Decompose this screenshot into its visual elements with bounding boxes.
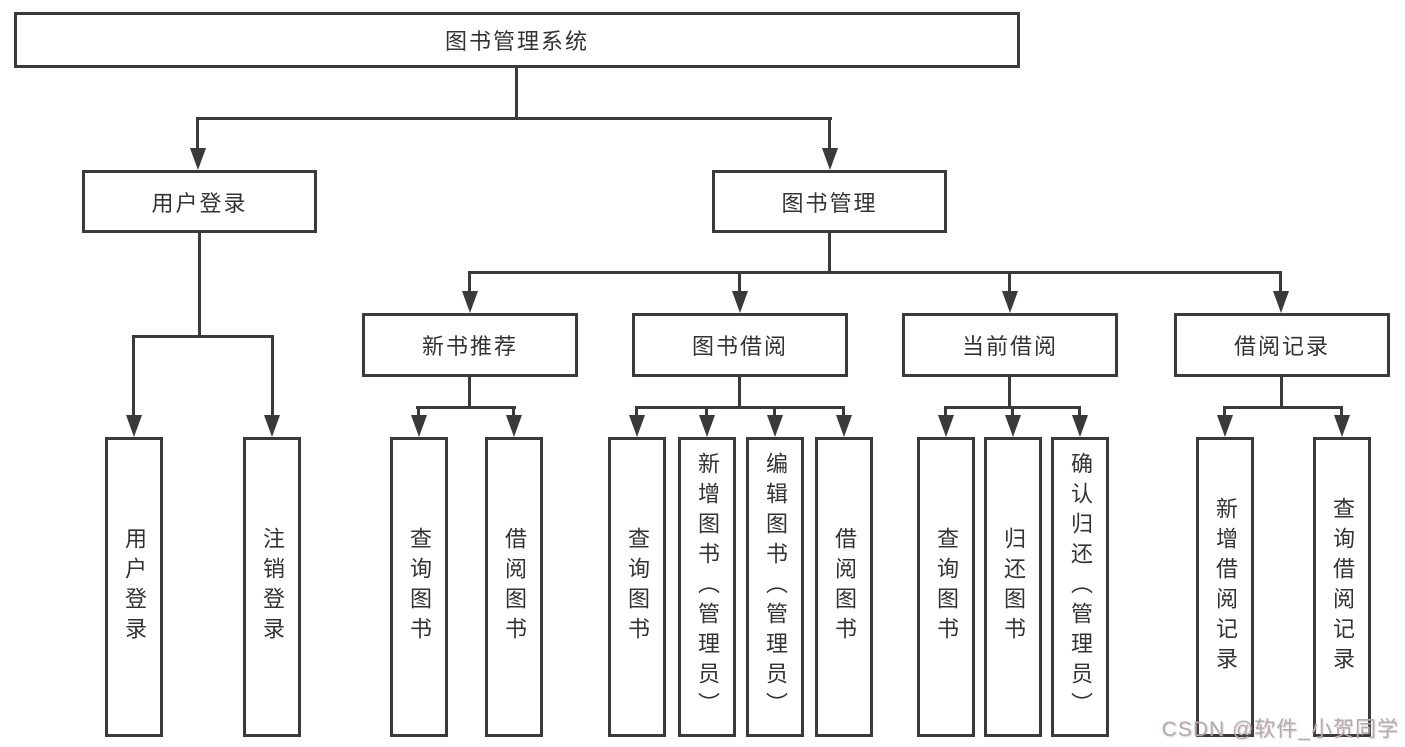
- leaf-current-borrow-query: 查询图书: [917, 437, 975, 737]
- leaf-borrow-record-add: 新增借阅记录: [1196, 437, 1254, 737]
- arrow-borrow-record-leaf-1: [1217, 415, 1233, 437]
- leaf-label: 查询借阅记录: [1330, 497, 1355, 677]
- arrow-to-borrow-record: [1273, 291, 1289, 313]
- connector-root-stem: [515, 68, 518, 117]
- csdn-watermark: CSDN @软件_小贺同学: [1161, 718, 1399, 741]
- node-current-borrow-label: 当前借阅: [961, 334, 1058, 359]
- connector-book-mgmt-drop-3: [1008, 271, 1011, 293]
- connector-book-mgmt-drop-4: [1279, 271, 1282, 293]
- leaf-label: 查询图书: [625, 527, 650, 647]
- arrow-new-book-leaf-1: [411, 415, 427, 437]
- arrow-current-borrow-leaf-3: [1072, 415, 1088, 437]
- node-new-book-label: 新书推荐: [421, 334, 518, 359]
- node-root-label: 图书管理系统: [444, 29, 589, 54]
- connector-borrow-record-drop-2: [1340, 406, 1343, 418]
- connector-root-drop-left: [196, 117, 199, 153]
- connector-user-login-stem: [198, 233, 201, 335]
- connector-book-borrow-stem: [738, 377, 741, 406]
- connector-current-borrow-drop-1: [944, 406, 947, 418]
- node-root: 图书管理系统: [14, 12, 1020, 68]
- arrow-book-borrow-leaf-4: [836, 415, 852, 437]
- leaf-new-book-query: 查询图书: [390, 437, 448, 737]
- leaf-book-borrow-add-admin: 新增图书（管理员）: [678, 437, 736, 737]
- leaf-label: 归还图书: [1001, 527, 1026, 647]
- leaf-book-borrow-query: 查询图书: [608, 437, 666, 737]
- node-current-borrow: 当前借阅: [902, 313, 1118, 377]
- node-user-login: 用户登录: [82, 170, 317, 233]
- arrow-new-book-leaf-2: [506, 415, 522, 437]
- connector-book-borrow-drop-1: [635, 406, 638, 418]
- arrow-to-current-borrow: [1002, 291, 1018, 313]
- node-new-book: 新书推荐: [362, 313, 578, 377]
- node-user-login-label: 用户登录: [151, 190, 248, 216]
- connector-borrow-record-drop-1: [1223, 406, 1226, 418]
- leaf-user-login-logout: 注销登录: [243, 437, 301, 737]
- leaf-current-borrow-return: 归还图书: [984, 437, 1042, 737]
- leaf-new-book-borrow: 借阅图书: [485, 437, 543, 737]
- connector-book-borrow-drop-3: [773, 406, 776, 418]
- leaf-label: 借阅图书: [502, 527, 527, 647]
- arrow-current-borrow-leaf-1: [938, 415, 954, 437]
- arrow-borrow-record-leaf-2: [1334, 415, 1350, 437]
- arrow-to-logout-leaf: [264, 415, 280, 437]
- connector-user-login-drop-2: [271, 335, 274, 415]
- connector-book-mgmt-drop-2: [738, 271, 741, 293]
- leaf-current-borrow-confirm-admin: 确认归还（管理员）: [1051, 437, 1109, 737]
- leaf-label: 用户登录: [122, 527, 147, 647]
- arrow-book-borrow-leaf-3: [767, 415, 783, 437]
- connector-book-borrow-bar: [635, 406, 845, 409]
- node-book-borrow-label: 图书借阅: [691, 334, 788, 359]
- node-borrow-record-label: 借阅记录: [1233, 334, 1330, 359]
- connector-book-mgmt-drop-1: [468, 271, 471, 293]
- arrow-book-borrow-leaf-1: [629, 415, 645, 437]
- node-borrow-record: 借阅记录: [1174, 313, 1390, 377]
- leaf-label: 借阅图书: [832, 527, 857, 647]
- connector-root-drop-right: [828, 117, 831, 153]
- connector-user-login-bar: [132, 335, 274, 338]
- leaf-label: 查询图书: [934, 527, 959, 647]
- connector-new-book-drop-2: [512, 406, 515, 418]
- connector-book-borrow-drop-4: [842, 406, 845, 418]
- leaf-label: 新增图书（管理员）: [695, 452, 720, 722]
- arrow-current-borrow-leaf-2: [1005, 415, 1021, 437]
- leaf-label: 查询图书: [407, 527, 432, 647]
- connector-new-book-bar: [416, 406, 516, 409]
- connector-book-borrow-drop-2: [705, 406, 708, 418]
- arrow-to-book-mgmt: [822, 148, 838, 170]
- arrow-book-borrow-leaf-2: [699, 415, 715, 437]
- connector-book-mgmt-stem: [828, 233, 831, 271]
- connector-current-borrow-stem: [1008, 377, 1011, 406]
- connector-book-mgmt-bar: [468, 271, 1282, 274]
- connector-root-bar: [196, 117, 832, 120]
- connector-user-login-drop-1: [132, 335, 135, 415]
- connector-borrow-record-bar: [1223, 406, 1343, 409]
- arrow-to-book-borrow: [732, 291, 748, 313]
- leaf-borrow-record-query: 查询借阅记录: [1313, 437, 1371, 737]
- node-book-borrow: 图书借阅: [632, 313, 848, 377]
- arrow-to-user-login: [190, 148, 206, 170]
- connector-borrow-record-stem: [1280, 377, 1283, 406]
- leaf-book-borrow-borrow: 借阅图书: [815, 437, 873, 737]
- connector-new-book-stem: [468, 377, 471, 406]
- connector-new-book-drop-1: [417, 406, 420, 418]
- arrow-to-login-leaf: [126, 415, 142, 437]
- node-book-mgmt: 图书管理: [712, 170, 947, 233]
- leaf-label: 确认归还（管理员）: [1068, 452, 1093, 722]
- leaf-book-borrow-edit-admin: 编辑图书（管理员）: [746, 437, 804, 737]
- connector-current-borrow-drop-2: [1011, 406, 1014, 418]
- leaf-user-login-login: 用户登录: [105, 437, 163, 737]
- connector-current-borrow-drop-3: [1078, 406, 1081, 418]
- node-book-mgmt-label: 图书管理: [781, 190, 878, 216]
- leaf-label: 新增借阅记录: [1213, 497, 1238, 677]
- leaf-label: 编辑图书（管理员）: [763, 452, 788, 722]
- arrow-to-new-book: [462, 291, 478, 313]
- leaf-label: 注销登录: [260, 527, 285, 647]
